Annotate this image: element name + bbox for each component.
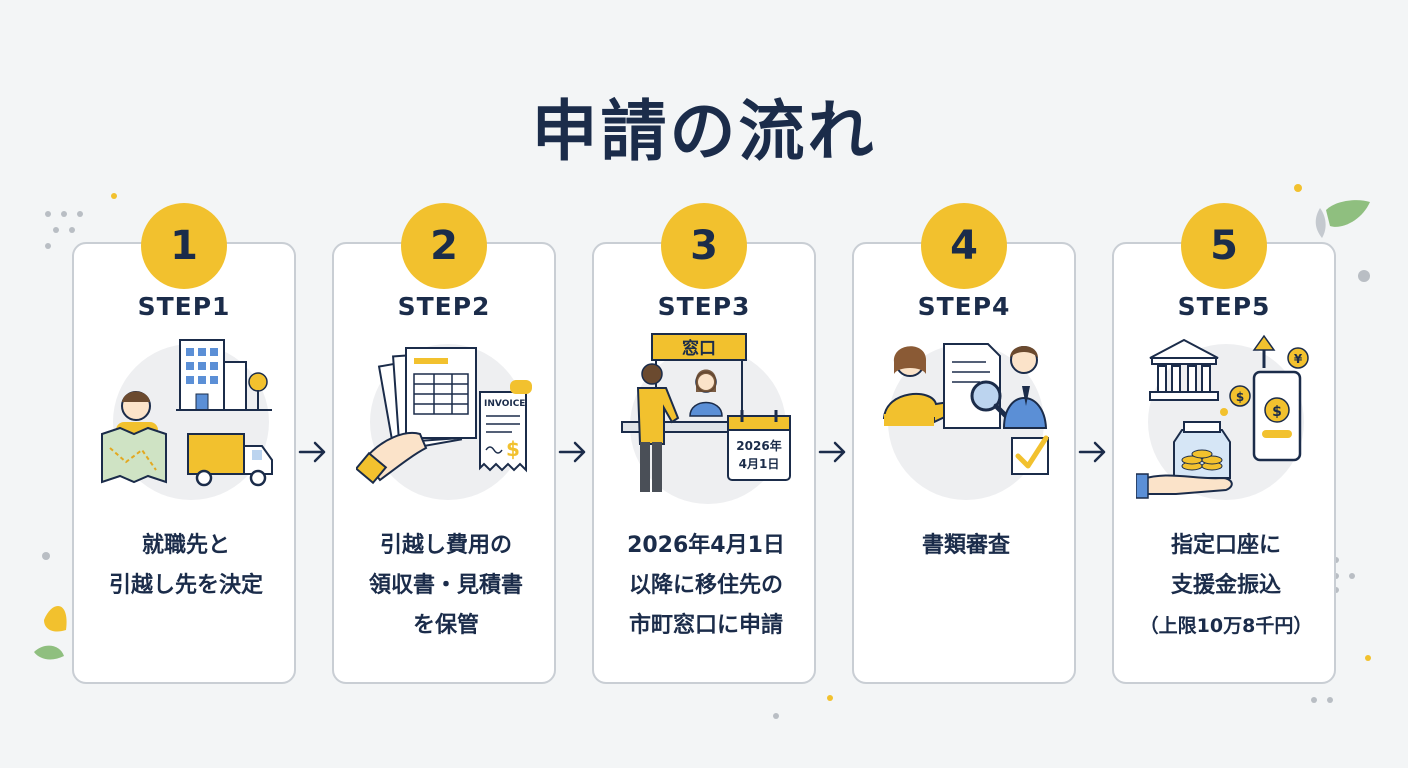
decoration-bottom: [773, 695, 833, 719]
step-description: 書類審査: [860, 526, 1072, 566]
arrow-right-icon: [558, 441, 586, 463]
step-number-badge-3: 3: [661, 203, 747, 289]
step-number-badge-5: 5: [1181, 203, 1267, 289]
step-description: 引越し費用の 領収書・見積書 を保管: [340, 526, 552, 646]
counter-sign-text: 窓口: [682, 338, 716, 359]
municipal-counter-illustration: 窓口 2026年 4月1日: [621, 333, 791, 504]
description-line: を保管: [412, 613, 479, 638]
step-number-badge-2: 2: [401, 203, 487, 289]
step-description: 指定口座に 支援金振込 （上限10万8千円）: [1120, 526, 1332, 646]
page-title: 申請の流れ: [531, 93, 877, 170]
step-number-badge-4: 4: [921, 203, 1007, 289]
description-line: 支援金振込: [1170, 573, 1281, 598]
description-line: 引越し先を決定: [108, 573, 263, 598]
step-card-1: STEP1 就職先と 引越し先を決定: [72, 242, 296, 684]
bank-transfer-illustration: $ ¥ $: [1136, 334, 1309, 500]
arrow-right-icon: [298, 441, 326, 463]
description-line-note: （上限10万8千円）: [1139, 615, 1313, 637]
description-line: 以降に移住先の: [628, 573, 783, 598]
description-line: 就職先と: [141, 533, 230, 558]
calendar-line: 4月1日: [739, 457, 780, 471]
step-label: STEP1: [137, 292, 231, 321]
step-label: STEP2: [397, 292, 491, 321]
svg-text:$: $: [1272, 404, 1282, 420]
step-number-badge-1: 1: [141, 203, 227, 289]
description-line: 指定口座に: [1170, 533, 1281, 558]
description-line: 2026年4月1日: [627, 533, 785, 558]
svg-text:$: $: [506, 437, 520, 461]
svg-text:¥: ¥: [1294, 352, 1303, 366]
step-card-3: STEP3 窓口 2026年 4月1日 2026年4月1日 以降に移住先の 市町…: [592, 242, 816, 684]
invoice-text: INVOICE: [484, 399, 525, 409]
step-card-2: STEP2 INVOICE $ 引越し費用の 領収書・見積書 を保管: [332, 242, 556, 684]
step-description: 就職先と 引越し先を決定: [80, 526, 292, 606]
step-label: STEP5: [1177, 292, 1271, 321]
svg-text:$: $: [1236, 390, 1244, 404]
description-line: 領収書・見積書: [368, 573, 523, 598]
step-card-4: STEP4 書類審査: [852, 242, 1076, 684]
calendar-line: 2026年: [736, 438, 781, 453]
description-line: 市町窓口に申請: [628, 613, 783, 638]
step-description: 2026年4月1日 以降に移住先の 市町窓口に申請: [600, 526, 812, 646]
step-label: STEP4: [917, 292, 1011, 321]
arrow-right-icon: [1078, 441, 1106, 463]
job-decision-illustration: [101, 339, 273, 500]
document-review-illustration: [882, 343, 1049, 500]
step-label: STEP3: [657, 292, 751, 321]
receipts-invoice-illustration: INVOICE $: [356, 344, 532, 500]
decoration-left: [34, 193, 117, 660]
step-card-5: STEP5 $ ¥ $ 指定口座に 支援金振込 （上限10万8千円）: [1112, 242, 1336, 684]
description-line: 引越し費用の: [379, 533, 512, 558]
description-line: 書類審査: [921, 533, 1010, 558]
arrow-right-icon: [818, 441, 846, 463]
